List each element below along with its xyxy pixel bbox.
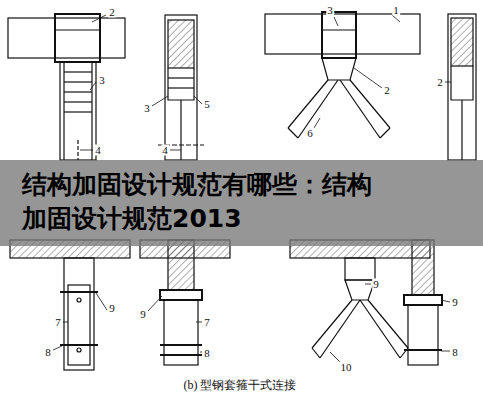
gusset-plate bbox=[322, 58, 356, 80]
callout-number: 7 bbox=[203, 317, 211, 328]
callout-number: 9 bbox=[139, 309, 147, 320]
callout-number: 8 bbox=[203, 348, 211, 359]
callout-number: 3 bbox=[143, 103, 151, 114]
callout-number: 6 bbox=[306, 128, 314, 139]
beam bbox=[8, 18, 125, 58]
callout-number: 5 bbox=[203, 99, 211, 110]
column bbox=[64, 258, 94, 370]
callout-number: 1 bbox=[392, 5, 400, 16]
callout-number: 3 bbox=[326, 5, 334, 16]
callout-number: 2 bbox=[383, 85, 391, 96]
callout-number: 9 bbox=[108, 303, 116, 314]
column bbox=[60, 62, 96, 160]
column-section bbox=[165, 15, 197, 160]
callout-number: 10 bbox=[340, 362, 353, 373]
banner-title: 结构加固设计规范有哪些：结构加固设计规范2013 bbox=[22, 168, 372, 236]
callout-number: 4 bbox=[161, 145, 169, 156]
batten-plates bbox=[64, 72, 92, 112]
column-section bbox=[448, 14, 476, 160]
callout-number: 2 bbox=[436, 77, 444, 88]
beam bbox=[265, 14, 420, 54]
callout-number: 7 bbox=[54, 317, 62, 328]
callout-number: 3 bbox=[98, 75, 106, 86]
callout-number: 4 bbox=[94, 145, 102, 156]
callout-number: 2 bbox=[108, 7, 116, 18]
concrete-column bbox=[168, 240, 194, 290]
figure-caption: (b) 型钢套箍干式连接 bbox=[184, 377, 297, 394]
callout-number: 8 bbox=[44, 347, 52, 358]
callout-number: 8 bbox=[451, 347, 459, 358]
concrete-fill bbox=[168, 20, 194, 68]
callout-number: 9 bbox=[451, 297, 459, 308]
steel-jacket-node bbox=[322, 12, 356, 58]
callout-number: 9 bbox=[372, 279, 380, 290]
